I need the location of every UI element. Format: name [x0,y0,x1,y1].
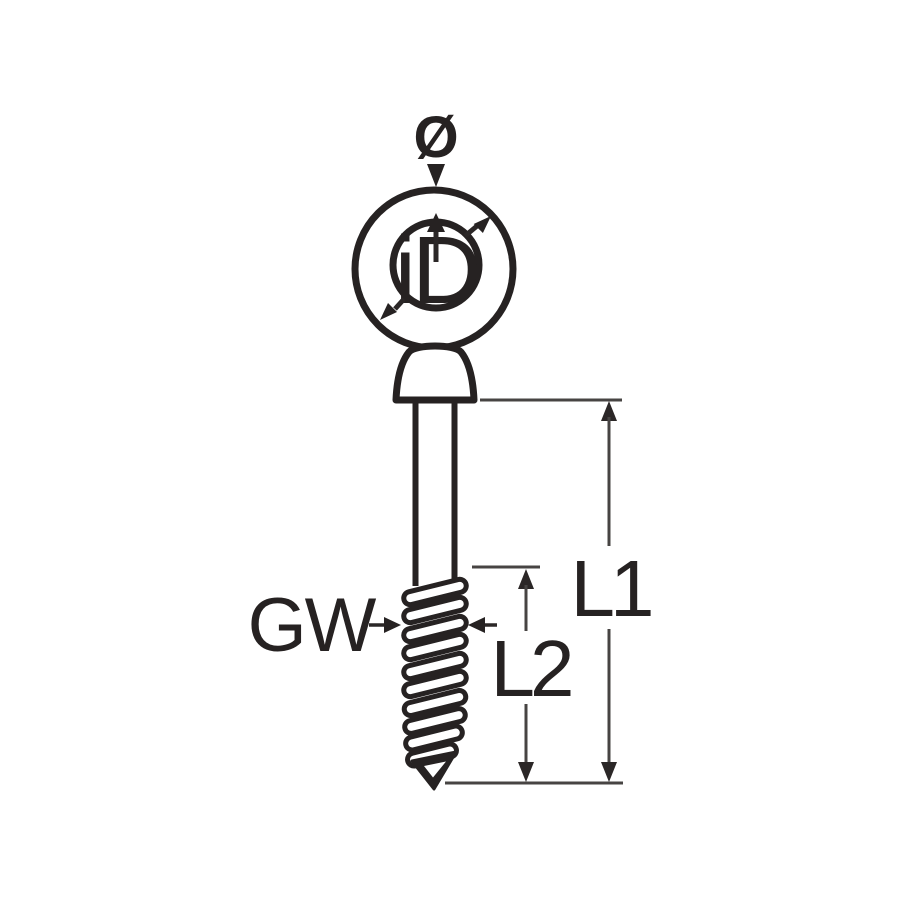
id-arrowhead-upper-right-icon [473,216,491,233]
id-arrow-up-icon [427,213,445,232]
l2-arrowhead-up-icon [518,569,534,589]
wood-thread [401,576,469,791]
eye-ring [351,186,517,404]
thread-turn [401,650,469,682]
collar [392,342,478,404]
thread-turn [401,576,469,608]
outer-diameter-callout: Ø [413,105,459,187]
id-diagonal-stub-upper [463,224,479,238]
thread-turn [403,723,465,753]
gw-arrowhead-right-icon [384,617,401,633]
dimension-l1: L1 [571,401,656,782]
shank [412,397,458,586]
thread-size-callout: GW [248,583,497,668]
dimension-l2: L2 [491,569,576,782]
thread-turn [401,687,469,719]
id-diagonal-stub-lower [393,297,406,311]
l1-arrowhead-down-icon [601,762,617,782]
thread-turn [401,668,469,700]
screw-tip-highlight [424,761,446,778]
id-arrowhead-lower-left-icon [380,303,397,320]
l2-label: L2 [491,624,571,713]
thread-turn [401,594,469,626]
thread-turn [402,706,468,736]
l2-arrowhead-down-icon [518,762,534,782]
extension-lines [445,398,623,785]
l1-arrowhead-up-icon [601,401,617,421]
outer-diameter-label: Ø [413,105,458,170]
gw-arrowhead-left-icon [468,617,485,633]
thread-turn [401,631,469,663]
thread-label: GW [248,583,377,668]
diameter-arrow-down-icon [427,164,445,187]
l1-label: L1 [571,544,651,633]
inner-diameter-callout: iD [380,213,491,324]
thread-turn [401,613,469,645]
